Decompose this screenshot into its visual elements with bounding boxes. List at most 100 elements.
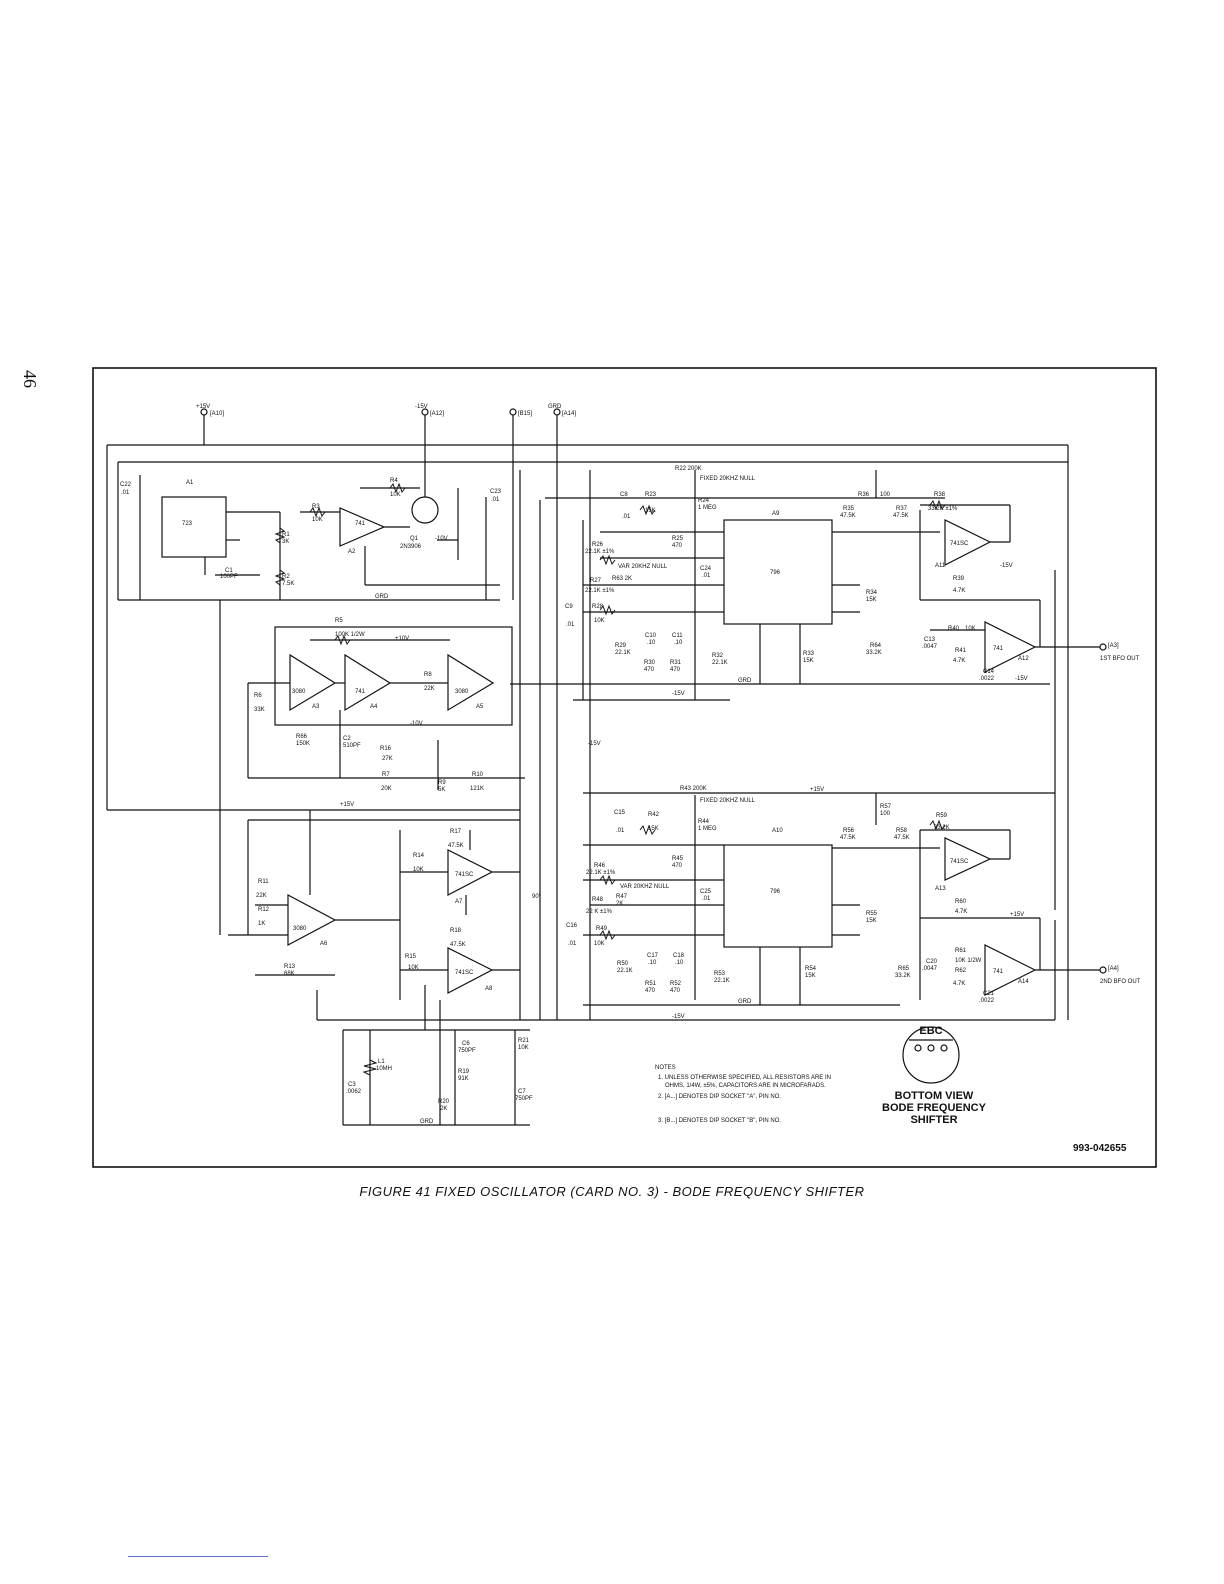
label-c20: C20	[926, 959, 938, 965]
label-c9v: .01	[566, 622, 575, 628]
label-r57: R57	[880, 804, 892, 810]
label-c24v: .01	[702, 573, 711, 579]
label-r31: R31	[670, 660, 682, 666]
label-c18v: .10	[675, 960, 684, 966]
output-terminal-a4	[1099, 966, 1107, 974]
label-r30v: 470	[644, 667, 655, 673]
label-c15: C15	[614, 810, 626, 816]
label-r36: R36	[858, 492, 870, 498]
label-r27: R27	[590, 578, 602, 584]
label-r18: R18	[450, 928, 462, 934]
label-r39v: 4.7K	[953, 588, 965, 594]
label-r11: R11	[258, 879, 269, 885]
label-r42: R42	[648, 812, 660, 818]
label-r35: R35	[843, 506, 855, 512]
label-l1: L1	[378, 1059, 385, 1065]
label-r48: R48	[592, 897, 604, 903]
label-r24: R24	[698, 498, 710, 504]
bottom-view-line1: BOTTOM VIEW	[895, 1090, 974, 1102]
label-c25v: .01	[702, 896, 711, 902]
label-r12: R12	[258, 907, 270, 913]
label-r28: R28	[592, 604, 604, 610]
label-r7: R7	[382, 772, 390, 778]
label-q1-minus10: -10V	[435, 536, 448, 542]
label-r47v: 2K	[616, 901, 623, 907]
label-c3: C3	[348, 1082, 356, 1088]
label-b15-pin: [B15]	[518, 411, 532, 417]
label-r59: R59	[936, 813, 948, 819]
label-r62v: 4.7K	[953, 981, 965, 987]
label-var-null-1: VAR 20KHZ NULL	[618, 564, 668, 570]
label-r56: R56	[843, 828, 855, 834]
label-a10: A10	[772, 828, 783, 834]
label-plus15-r43: +15V	[810, 787, 824, 793]
opamp-a5	[447, 653, 495, 712]
label-a2: A2	[348, 549, 356, 555]
label-r4v: 10K	[390, 492, 401, 498]
label-r49: R49	[596, 926, 608, 932]
label-c6v: 750PF	[458, 1048, 476, 1054]
label-r15: R15	[405, 954, 417, 960]
label-r25v: 470	[672, 543, 683, 549]
label-a12: A12	[1018, 656, 1029, 662]
label-grd-tank: GRD	[420, 1119, 434, 1125]
label-a3: A3	[312, 704, 320, 710]
label-r10v: 121K	[470, 786, 484, 792]
label-r18v: 47.5K	[450, 942, 466, 948]
transistor-bottom-view	[902, 1026, 960, 1084]
ic-a9-796	[723, 519, 833, 625]
label-a12-741: 741	[993, 646, 1004, 652]
label-a7-741sc: 741SC	[455, 872, 474, 878]
label-c21v: .0022	[979, 998, 995, 1004]
note-1b: OHMS, 1/4W, ±5%, CAPACITORS ARE IN MICRO…	[665, 1083, 826, 1089]
footer-rule	[128, 1556, 268, 1557]
label-r52v: 470	[670, 988, 681, 994]
label-c1: C1	[225, 568, 233, 574]
label-c16v: .01	[568, 941, 577, 947]
label-r32: R32	[712, 653, 724, 659]
label-r40: R40	[948, 626, 960, 632]
label-r25: R25	[672, 536, 684, 542]
label-c17: C17	[647, 953, 659, 959]
label-90deg: 90°	[532, 894, 542, 900]
label-c17v: .10	[648, 960, 657, 966]
label-r20v: 2K	[440, 1106, 447, 1112]
label-r41v: 4.7K	[953, 658, 965, 664]
label-a10-grd: GRD	[738, 999, 752, 1005]
label-r3v: 10K	[312, 517, 323, 523]
label-c7: C7	[518, 1089, 526, 1095]
label-r34v: 15K	[866, 597, 877, 603]
label-a13: A13	[935, 886, 946, 892]
label-a2-741: 741	[355, 521, 366, 527]
label-r23: R23	[645, 492, 657, 498]
label-r9: R9	[438, 780, 446, 786]
label-r19v: 91K	[458, 1076, 469, 1082]
label-r6: R6	[254, 693, 262, 699]
label-r3: R3	[312, 504, 320, 510]
label-r17: R17	[450, 829, 462, 835]
label-a10-minus15: -15V	[672, 1014, 685, 1020]
label-r65: R65	[898, 966, 910, 972]
label-a6: A6	[320, 941, 328, 947]
ic-a10-796	[723, 844, 833, 948]
label-r63: R63 2K	[612, 576, 632, 582]
label-r45: R45	[672, 856, 684, 862]
label-r38: R38	[934, 492, 946, 498]
label-a10-796: 796	[770, 889, 781, 895]
label-r10: R10	[472, 772, 484, 778]
label-r40v: 10K	[965, 626, 976, 632]
label-grd-low: GRD	[375, 594, 389, 600]
label-r44: R44	[698, 819, 710, 825]
label-a14-pin: [A14]	[562, 411, 576, 417]
drawing-border	[92, 367, 1157, 1168]
label-c10: C10	[645, 633, 657, 639]
label-r46: R46	[594, 863, 606, 869]
label-a13-741sc: 741SC	[950, 859, 969, 865]
label-r44v: 1 MEG	[698, 826, 717, 832]
output-terminal-a3	[1099, 643, 1107, 651]
label-r52: R52	[670, 981, 682, 987]
opamp-a6	[287, 894, 337, 946]
label-r7v: 20K	[381, 786, 392, 792]
label-minus15-mid: -15V	[588, 741, 601, 747]
label-r16v: 27K	[382, 756, 393, 762]
